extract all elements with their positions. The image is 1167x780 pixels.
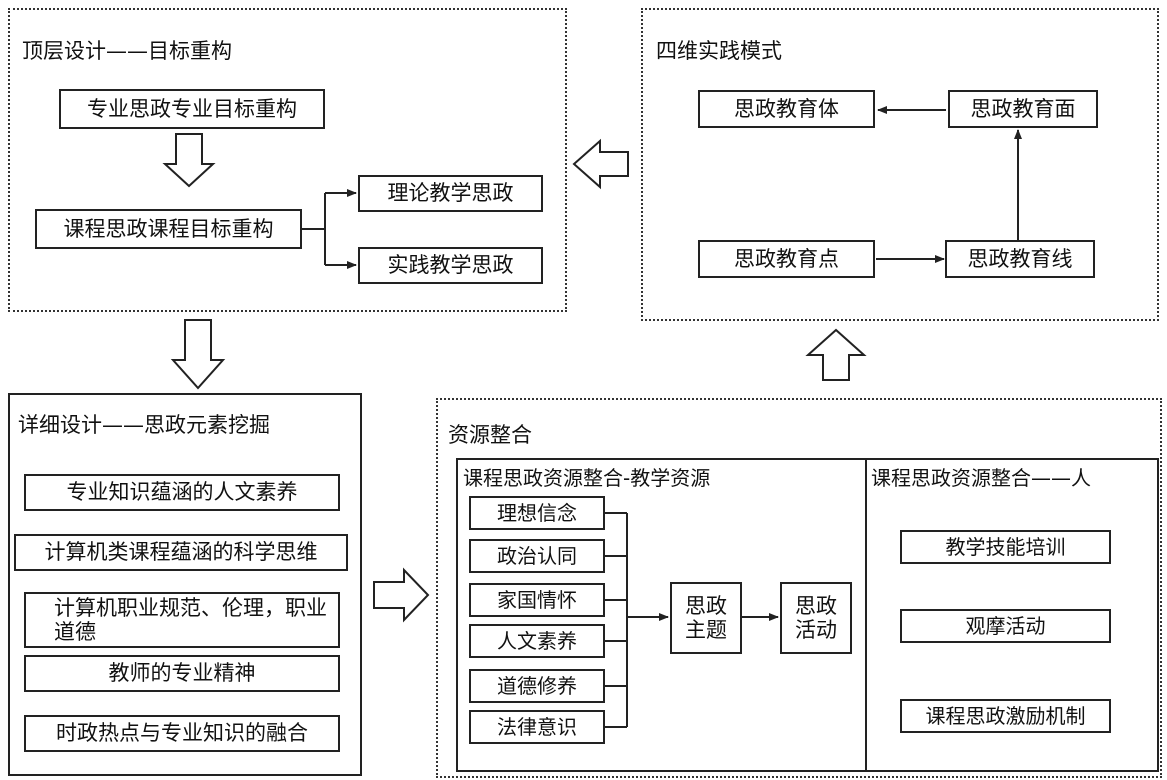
people-item: 课程思政激励机制 <box>900 699 1111 733</box>
detail-item: 教师的专业精神 <box>24 655 340 692</box>
element-item: 道德修养 <box>469 669 605 703</box>
hollow-arrow-down <box>170 319 226 390</box>
hollow-arrow-up <box>805 328 867 381</box>
top-design-frame <box>8 8 567 312</box>
major-goal-box: 专业思政专业目标重构 <box>59 89 325 129</box>
people-item: 观摩活动 <box>900 609 1111 643</box>
detail-item: 时政热点与专业知识的融合 <box>24 715 340 752</box>
theme-label: 思政主题 <box>685 593 727 642</box>
resource-left-title: 课程思政资源整合-教学资源 <box>463 466 711 490</box>
four-dim-frame <box>641 8 1159 321</box>
practice-box: 实践教学思政 <box>358 247 543 284</box>
hollow-arrow-left <box>572 138 629 190</box>
detail-item: 专业知识蕴涵的人文素养 <box>24 474 340 511</box>
element-item: 政治认同 <box>469 539 605 573</box>
element-item: 家国情怀 <box>469 583 605 617</box>
point-box: 思政教育点 <box>698 240 875 278</box>
element-item: 人文素养 <box>469 624 605 658</box>
element-item: 法律意识 <box>469 710 605 744</box>
detail-design-frame <box>8 393 362 776</box>
resource-frame <box>436 398 1162 778</box>
resource-title: 资源整合 <box>448 423 532 447</box>
top-design-title: 顶层设计——目标重构 <box>22 39 232 63</box>
people-item: 教学技能培训 <box>900 530 1111 564</box>
element-item: 理想信念 <box>469 496 605 530</box>
detail-item: 计算机职业规范、伦理，职业道德 <box>24 592 340 648</box>
resource-right-title: 课程思政资源整合——人 <box>871 466 1091 490</box>
detail-design-title: 详细设计——思政元素挖掘 <box>18 413 270 437</box>
activity-label: 思政活动 <box>795 593 837 642</box>
hollow-arrow-right <box>373 567 430 623</box>
body-box: 思政教育体 <box>698 90 875 128</box>
theory-box: 理论教学思政 <box>358 175 543 212</box>
course-goal-box: 课程思政课程目标重构 <box>35 209 302 249</box>
surface-box: 思政教育面 <box>948 90 1098 128</box>
resource-inner-frame <box>456 458 1159 772</box>
theme-box: 思政主题 <box>670 582 742 654</box>
detail-item: 计算机类课程蕴涵的科学思维 <box>14 534 348 571</box>
line-box: 思政教育线 <box>945 240 1095 278</box>
four-dim-title: 四维实践模式 <box>656 39 782 63</box>
activity-box: 思政活动 <box>780 582 852 654</box>
